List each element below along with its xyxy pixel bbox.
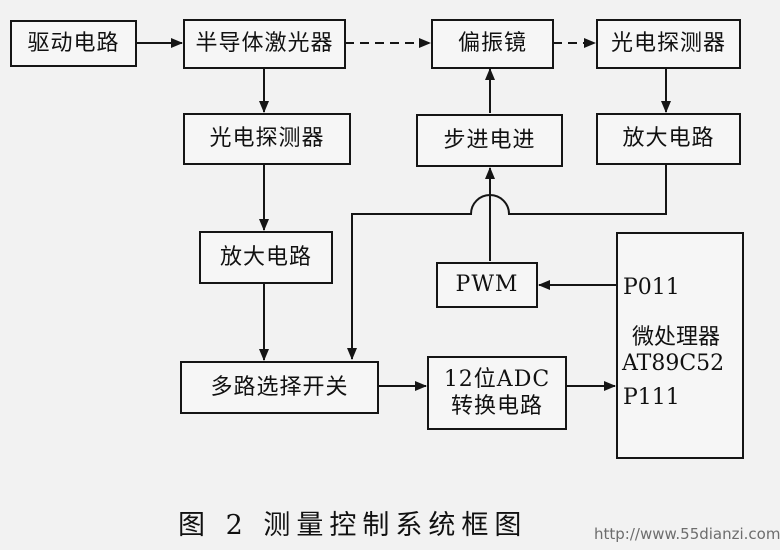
left-amp-label: 放大电路 xyxy=(219,244,312,270)
microcontroller-box: P011 微处理器 AT89C52 P111 xyxy=(616,232,744,459)
left-detector-box: 光电探测器 xyxy=(183,113,351,165)
pwm-box: PWM xyxy=(436,262,538,308)
mcu-name: 微处理器 xyxy=(632,325,721,350)
laser-box: 半导体激光器 xyxy=(183,19,346,69)
mcu-pin-p011: P011 xyxy=(623,275,680,300)
drive-circuit-label: 驱动电路 xyxy=(27,30,120,56)
mux-label: 多路选择开关 xyxy=(210,374,349,400)
adc-label-line2: 转换电路 xyxy=(450,394,543,419)
top-detector-box: 光电探测器 xyxy=(596,19,741,69)
watermark-url: http://www.55dianzi.com xyxy=(594,525,780,543)
drive-circuit-box: 驱动电路 xyxy=(10,20,137,67)
top-detector-label: 光电探测器 xyxy=(610,31,726,57)
galvo-label: 偏振镜 xyxy=(457,31,527,57)
right-amp-label: 放大电路 xyxy=(622,126,715,152)
laser-label: 半导体激光器 xyxy=(195,31,334,57)
figure-caption: 图 2 测量控制系统框图 xyxy=(178,510,528,541)
adc-label: 12位ADC 转换电路 xyxy=(444,366,550,421)
galvo-box: 偏振镜 xyxy=(431,19,554,69)
stepper-box: 步进电进 xyxy=(416,114,563,167)
mcu-pin-p111: P111 xyxy=(623,385,680,410)
right-amp-box: 放大电路 xyxy=(596,113,741,165)
adc-box: 12位ADC 转换电路 xyxy=(427,356,567,430)
stepper-label: 步进电进 xyxy=(443,127,536,153)
pwm-label: PWM xyxy=(455,272,519,298)
mux-box: 多路选择开关 xyxy=(180,361,379,414)
mcu-model: AT89C52 xyxy=(622,351,725,376)
adc-label-line1: 12位ADC xyxy=(443,366,551,392)
block-diagram: 驱动电路 半导体激光器 偏振镜 光电探测器 光电探测器 步进电进 放大电路 放大… xyxy=(10,19,780,543)
connection-wires xyxy=(136,38,671,391)
left-detector-label: 光电探测器 xyxy=(209,126,325,152)
left-amp-box: 放大电路 xyxy=(199,231,333,284)
